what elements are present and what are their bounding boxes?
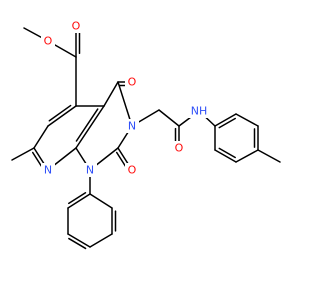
bond bbox=[117, 81, 133, 127]
bond bbox=[47, 105, 77, 127]
atom-o-c4: O bbox=[128, 76, 137, 89]
bond bbox=[33, 125, 49, 149]
atom-labels: O O O N O NH O N N bbox=[41, 19, 211, 177]
bond bbox=[103, 81, 119, 107]
bond bbox=[218, 117, 236, 129]
atom-nh-amide: NH bbox=[191, 105, 208, 118]
bond bbox=[158, 109, 180, 127]
bond bbox=[48, 104, 72, 122]
bonds bbox=[11, 25, 281, 250]
bond bbox=[89, 233, 113, 248]
bond bbox=[68, 237, 87, 250]
atom-bg bbox=[83, 163, 97, 177]
atom-o-amide: O bbox=[175, 142, 184, 155]
bond bbox=[67, 233, 91, 248]
bond bbox=[75, 105, 105, 149]
bond bbox=[89, 193, 113, 209]
atom-bg bbox=[41, 34, 55, 48]
atom-bg bbox=[125, 75, 139, 89]
atom-o-c2: O bbox=[128, 164, 137, 177]
bond bbox=[218, 147, 236, 159]
atom-bg bbox=[41, 163, 55, 177]
bond bbox=[214, 149, 237, 163]
atom-bg bbox=[187, 104, 211, 118]
atom-o-ester-ether: O bbox=[44, 35, 53, 48]
bond bbox=[67, 193, 91, 209]
atom-n1: N bbox=[86, 164, 94, 177]
bond bbox=[75, 108, 99, 142]
atom-bg bbox=[125, 119, 139, 133]
bond bbox=[68, 191, 87, 205]
atom-o-ester-carbonyl: O bbox=[72, 20, 81, 33]
bond bbox=[257, 149, 281, 163]
bond bbox=[235, 149, 259, 163]
bond bbox=[11, 147, 35, 161]
atom-bg bbox=[125, 163, 139, 177]
atom-n8: N bbox=[44, 164, 52, 177]
bond bbox=[235, 113, 259, 127]
atom-n3: N bbox=[128, 120, 136, 133]
molecule-structure: O O O N O NH O N N bbox=[11, 19, 281, 250]
atom-bg bbox=[172, 141, 186, 155]
atom-bg bbox=[69, 19, 83, 33]
bond bbox=[214, 113, 237, 127]
